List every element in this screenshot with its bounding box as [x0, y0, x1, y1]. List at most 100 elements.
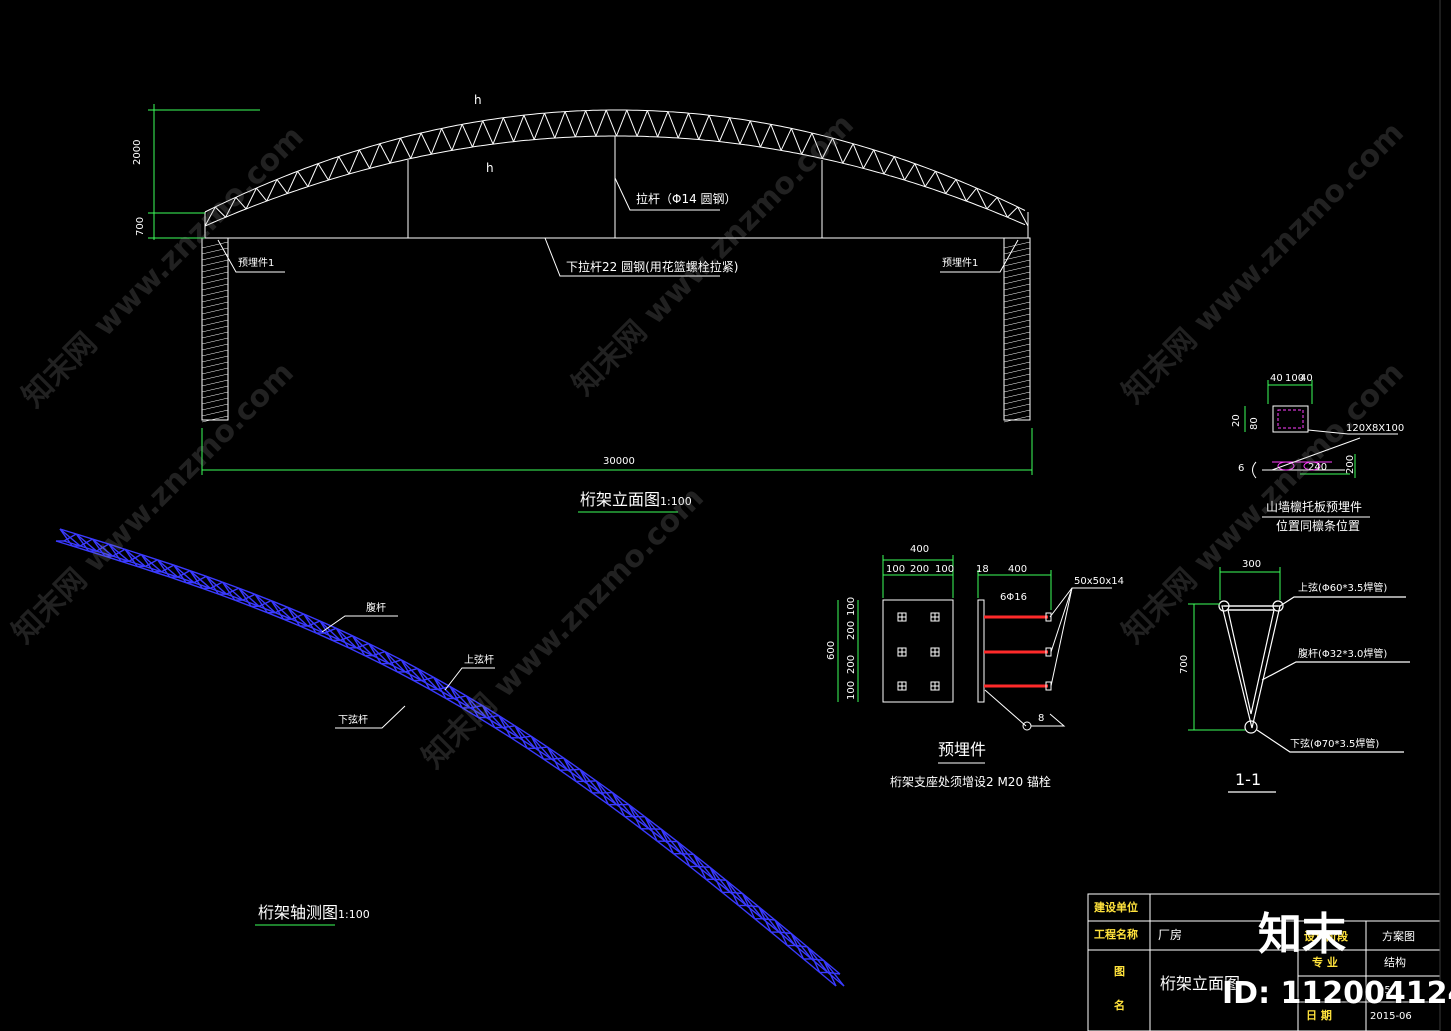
hatch-line [201, 289, 229, 297]
web-diag [245, 187, 257, 210]
hatch-line [201, 373, 229, 381]
web-diag [327, 156, 340, 181]
web-diag [513, 114, 525, 142]
tb-client-label: 建设单位 [1094, 901, 1138, 914]
section-1-1 [1218, 596, 1410, 793]
web-diag [729, 117, 741, 145]
embed-weld-note: 8 [1038, 713, 1045, 724]
iso-web [806, 946, 821, 973]
elevation-dimensions [148, 104, 1033, 513]
web-diag [976, 187, 988, 210]
iso-web [177, 570, 191, 578]
isometric-scale: 1:100 [338, 908, 370, 921]
embed-dim-r4: 100 [846, 680, 857, 700]
iso-web [481, 705, 496, 728]
gable-plate-inner [1277, 409, 1304, 429]
web-diag [441, 128, 453, 151]
iso-web [368, 643, 382, 664]
weld-symbol [1031, 713, 1066, 727]
iso-web [498, 715, 512, 739]
web-diag [297, 170, 309, 187]
embed-angle-note: 50x50x14 [1074, 576, 1125, 587]
iso-web [400, 659, 415, 681]
hatch-line [201, 355, 229, 363]
web-diag [379, 143, 391, 164]
section-dims [1188, 567, 1281, 731]
web-diag [996, 197, 1008, 218]
iso-web [388, 659, 402, 665]
hatch-line [201, 361, 229, 369]
hatch-line [201, 265, 229, 273]
hatch-line [201, 349, 229, 357]
web-diag [749, 120, 761, 148]
hatch-line [1003, 337, 1031, 345]
hatch-line [1003, 241, 1031, 249]
section-top-chord: 上弦(Φ60*3.5焊管) [1298, 583, 1388, 594]
gable-title: 山墙檩托板预埋件 [1266, 500, 1363, 514]
web-diag [934, 171, 947, 194]
web-diag [780, 128, 792, 151]
iso-web [323, 627, 337, 634]
web-diag [1007, 206, 1019, 218]
hatch-line [201, 277, 229, 285]
tb-drawing-label-a: 图 [1114, 965, 1125, 978]
iso-web [144, 559, 158, 568]
gable-d200: 200 [1345, 454, 1356, 474]
web-diag [235, 196, 247, 210]
truss-elevation [201, 109, 1031, 423]
tb-date-value: 2015-06 [1370, 1011, 1412, 1022]
web-diag [760, 124, 772, 148]
iso-web [156, 559, 171, 578]
web-diag [811, 132, 823, 159]
iso-leaders [255, 615, 495, 926]
hatch-line [1003, 343, 1031, 351]
iso-web [628, 804, 642, 830]
iso-web [75, 533, 90, 552]
iso-web [546, 746, 561, 771]
web-diag [842, 143, 854, 164]
section-bottom-chord: 下弦(Φ70*3.5焊管) [1290, 739, 1380, 750]
top-chord-leader [1279, 596, 1406, 607]
iso-web-label: 腹杆 [366, 603, 386, 614]
tb-project-label: 工程名称 [1094, 928, 1138, 941]
iso-web [242, 593, 256, 601]
web-diag [492, 117, 504, 145]
embed-dim-18: 18 [976, 564, 989, 575]
hatch-line [201, 319, 229, 327]
iso-web [790, 933, 805, 960]
web-diag [533, 112, 545, 140]
label-h-mid: h [486, 161, 494, 175]
web-diag [502, 117, 515, 142]
hatch-line [201, 415, 229, 423]
iso-web [59, 528, 73, 547]
hatch-line [1003, 265, 1031, 273]
web-diag [821, 137, 833, 159]
web-diag [256, 187, 268, 202]
rebar-end-1 [1045, 612, 1052, 622]
bottom-chord-leader [1256, 729, 1404, 753]
iso-web [563, 757, 577, 782]
tb-major-label: 专 业 [1312, 956, 1338, 969]
web-diag [266, 179, 278, 202]
web-diag [718, 117, 731, 142]
iso-web [416, 668, 431, 690]
iso-web [221, 581, 236, 601]
elevation-title-text: 桁架立面图 [580, 490, 661, 509]
gable-d20: 20 [1231, 414, 1242, 427]
hatch-line [1003, 277, 1031, 285]
iso-bottom-label: 下弦杆 [338, 715, 368, 726]
tb-major-value: 结构 [1384, 956, 1406, 969]
hatch-line [201, 259, 229, 267]
iso-web [63, 533, 77, 542]
hatch-line [1003, 403, 1031, 411]
web-diag [605, 109, 617, 137]
hatch-line [1003, 349, 1031, 357]
hatch-line [201, 253, 229, 261]
web-diag [914, 163, 926, 187]
isometric-title: 桁架轴测图1:100 [258, 905, 370, 921]
hatch-line [1003, 295, 1031, 303]
web-diag [708, 114, 720, 142]
hatch-line [201, 313, 229, 321]
tie-leader [544, 237, 720, 277]
iso-web [173, 564, 187, 584]
